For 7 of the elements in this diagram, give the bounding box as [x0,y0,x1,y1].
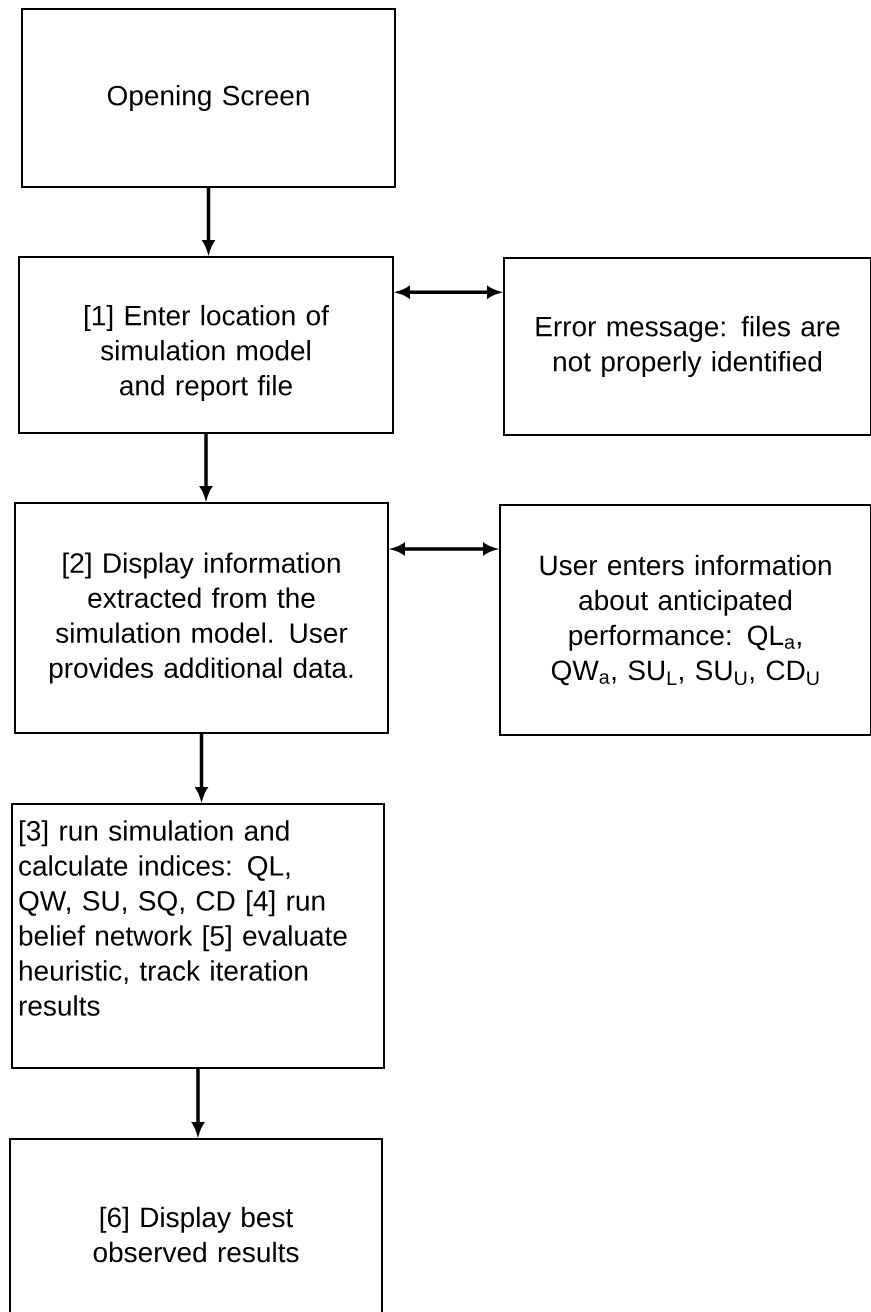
process-box: [2] Display information extracted from the simulation model. User provides additional data. [14,502,389,734]
process-box: [6] Display best observed results [9,1138,383,1312]
process-box: Opening Screen [21,8,396,188]
process-box: Error message: files are not properly identified [503,257,871,436]
process-box: [3] run simulation and calculate indices: QL, QW, SU, SQ, CD [4] run belief network [5] evaluate heuristic, track iteration results [11,803,385,1069]
process-box: [1] Enter location of simulation model and report file [18,256,394,434]
process-box: User enters information about anticipated performance: QL$_{a}$, QW$_{a}$, SU$_{L}$, SU$_{U}$, CD$_{U}$ [499,504,871,736]
